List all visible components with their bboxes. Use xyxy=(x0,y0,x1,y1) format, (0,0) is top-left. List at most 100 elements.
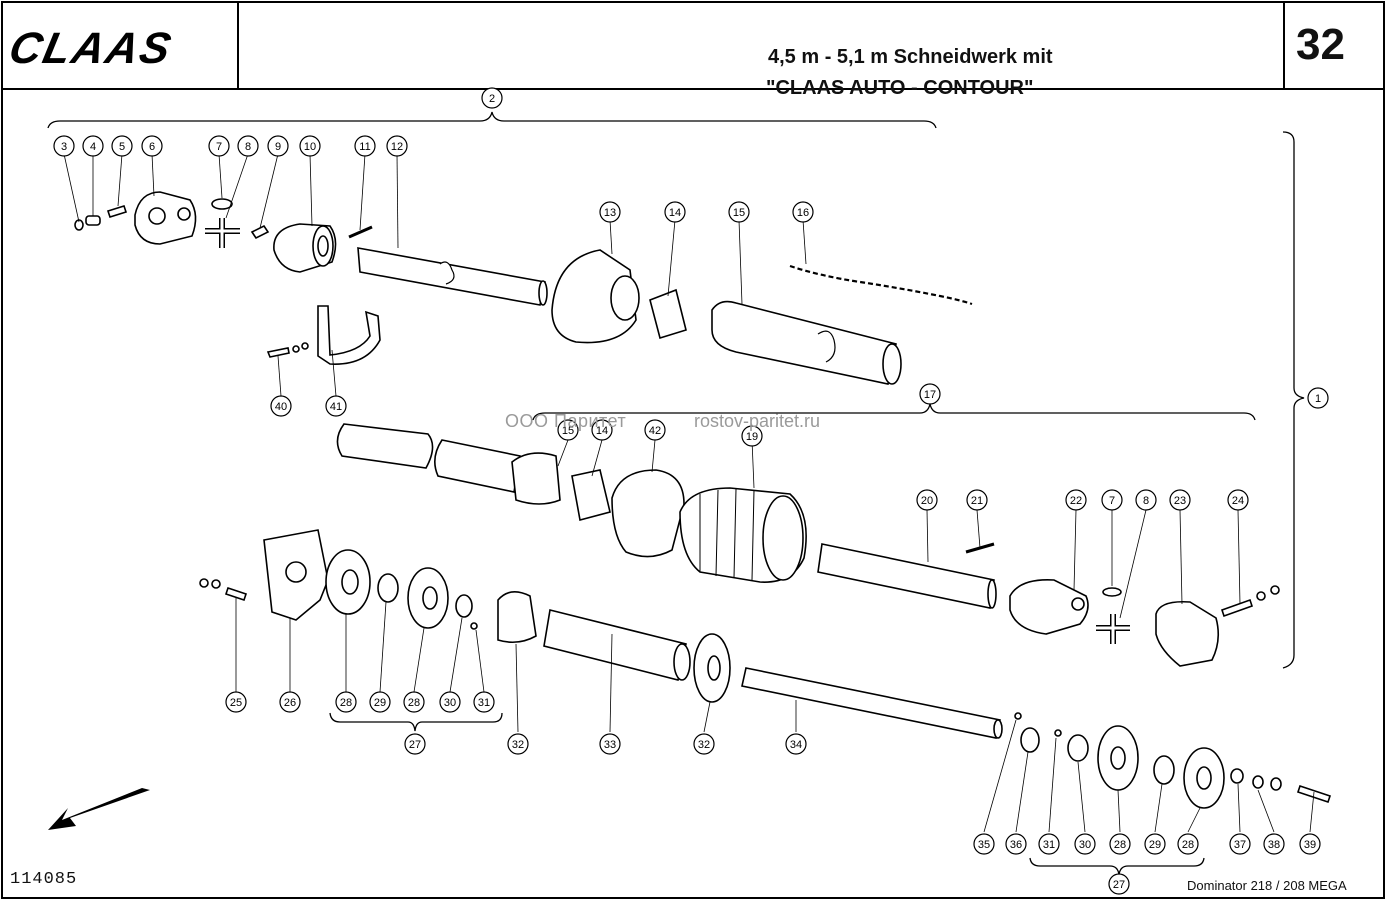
watermark-site: rostov-paritet.ru xyxy=(694,411,821,431)
part-bushing-36 xyxy=(1020,727,1040,753)
callout-number: 38 xyxy=(1268,839,1280,851)
callout-4: 4 xyxy=(82,135,104,157)
callout-12: 12 xyxy=(386,135,408,157)
callout-number: 40 xyxy=(275,401,287,413)
callout-15: 15 xyxy=(728,201,750,223)
part-spring xyxy=(85,215,101,226)
callout-number: 29 xyxy=(374,697,386,709)
part-ring-31a xyxy=(470,622,478,630)
machine-model: Dominator 218 / 208 MEGA xyxy=(1187,878,1347,893)
callout-3: 3 xyxy=(53,135,75,157)
callout-1: 1 xyxy=(1307,387,1329,409)
callout-14: 14 xyxy=(664,201,686,223)
callout-number: 20 xyxy=(921,495,933,507)
callout-6: 6 xyxy=(141,135,163,157)
callout-number: 11 xyxy=(359,141,370,153)
callout-number: 15 xyxy=(733,207,745,219)
part-bolt xyxy=(106,205,128,218)
part-tube-segment xyxy=(336,423,434,469)
callout-8: 8 xyxy=(237,135,259,157)
callout-9: 9 xyxy=(267,135,289,157)
part-ring-31b xyxy=(1054,729,1062,737)
callout-number: 29 xyxy=(1149,839,1161,851)
callout-13: 13 xyxy=(599,201,621,223)
part-bearing-ring xyxy=(649,288,687,340)
callout-number: 9 xyxy=(275,141,281,153)
lower-bearing-parts xyxy=(199,529,1332,809)
callout-15: 15 xyxy=(557,419,579,441)
figure-number: 114085 xyxy=(10,870,78,889)
part-inner-tube-20 xyxy=(817,543,995,609)
upper-shaft-parts xyxy=(74,191,973,385)
callout-number: 5 xyxy=(119,141,125,153)
part-yoke-23 xyxy=(1155,600,1220,667)
callout-number: 10 xyxy=(304,141,316,153)
callout-number: 6 xyxy=(149,141,155,153)
callout-27: 27 xyxy=(404,733,426,755)
callout-number: 17 xyxy=(924,389,936,401)
part-washer-38b xyxy=(1270,777,1282,791)
callout-number: 7 xyxy=(216,141,222,153)
callout-number: 31 xyxy=(1043,839,1055,851)
callout-number: 21 xyxy=(971,495,983,507)
callout-25: 25 xyxy=(225,691,247,713)
callout-number: 28 xyxy=(1182,839,1194,851)
brand-logo: CLAAS xyxy=(4,24,177,73)
part-splined-shaft xyxy=(741,667,1001,739)
callout-number: 34 xyxy=(790,739,802,751)
callout-number: 13 xyxy=(604,207,616,219)
callout-23: 23 xyxy=(1169,489,1191,511)
callout-number: 27 xyxy=(409,739,421,751)
travel-direction-arrow xyxy=(48,788,150,830)
callout-number: 14 xyxy=(669,207,681,219)
callout-40: 40 xyxy=(270,395,292,417)
callout-number: 30 xyxy=(1079,839,1091,851)
callout-number: 24 xyxy=(1232,495,1244,507)
callout-number: 39 xyxy=(1304,839,1316,851)
callout-number: 33 xyxy=(604,739,616,751)
callout-number: 2 xyxy=(489,93,495,105)
callout-number: 37 xyxy=(1234,839,1246,851)
callout-26: 26 xyxy=(279,691,301,713)
part-bushing-30a xyxy=(455,594,473,618)
part-bearing-29b xyxy=(1153,755,1175,785)
callout-number: 14 xyxy=(596,425,608,437)
callout-32: 32 xyxy=(693,733,715,755)
callout-number: 8 xyxy=(245,141,251,153)
part-guard-cone xyxy=(551,249,637,344)
callout-number: 35 xyxy=(978,839,990,851)
part-nut-37 xyxy=(1230,768,1244,784)
callout-24: 24 xyxy=(1227,489,1249,511)
watermark-company: ООО Паритет xyxy=(505,411,627,431)
diagram-title-line1: 4,5 m - 5,1 m Schneidwerk mit xyxy=(768,46,1053,68)
callout-29: 29 xyxy=(369,691,391,713)
callout-7: 7 xyxy=(1101,489,1123,511)
callout-34: 34 xyxy=(785,733,807,755)
callout-30: 30 xyxy=(1074,833,1096,855)
callout-7: 7 xyxy=(208,135,230,157)
leader-lines xyxy=(63,153,1315,833)
callout-number: 27 xyxy=(1113,879,1125,891)
part-circlip xyxy=(211,198,233,210)
callout-number: 32 xyxy=(698,739,710,751)
callout-42: 42 xyxy=(644,419,666,441)
callout-33: 33 xyxy=(599,733,621,755)
part-safety-chain xyxy=(789,264,973,306)
callout-38: 38 xyxy=(1263,833,1285,855)
callout-number: 31 xyxy=(478,697,490,709)
callout-number: 23 xyxy=(1174,495,1186,507)
callout-22: 22 xyxy=(1065,489,1087,511)
callout-27: 27 xyxy=(1108,873,1130,895)
callout-14: 14 xyxy=(591,419,613,441)
callout-28: 28 xyxy=(1109,833,1131,855)
callout-36: 36 xyxy=(1005,833,1027,855)
callout-number: 12 xyxy=(391,141,403,153)
callout-30: 30 xyxy=(439,691,461,713)
part-guard-collar xyxy=(611,469,685,558)
callout-number: 42 xyxy=(649,425,661,437)
part-washer xyxy=(74,219,84,231)
